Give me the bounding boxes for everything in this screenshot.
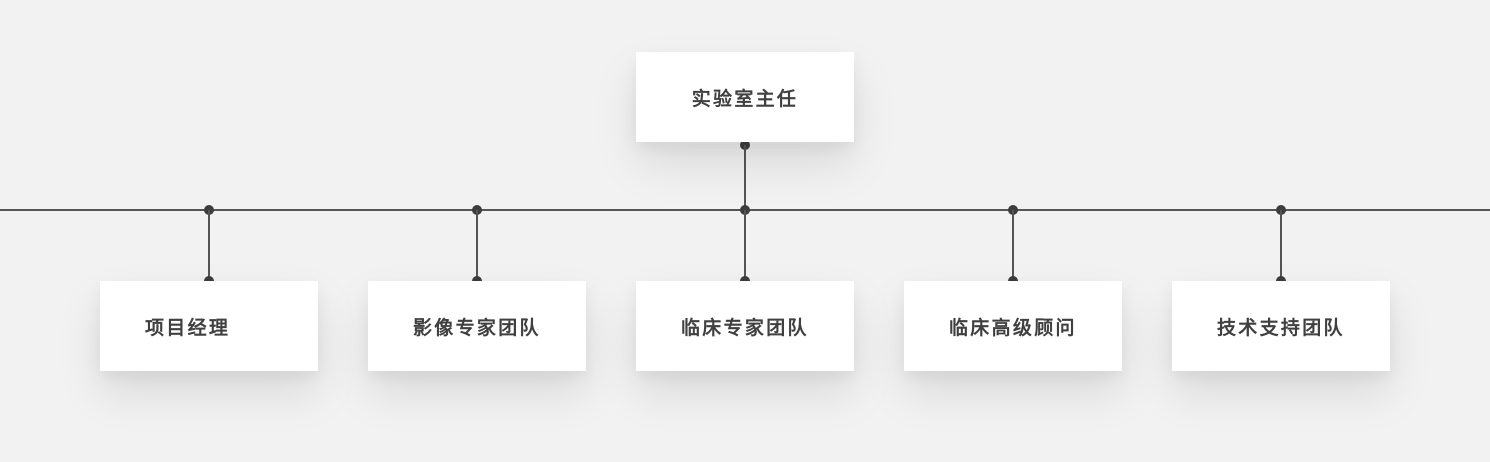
- org-node-label: 临床高级顾问: [949, 317, 1077, 339]
- connector-vertical-line: [1012, 210, 1014, 281]
- org-node-clinical-expert-team: 临床专家团队: [636, 281, 854, 371]
- org-node-senior-clinical-consultant: 临床高级顾问: [904, 281, 1122, 371]
- org-node-label: 影像专家团队: [413, 317, 541, 339]
- connector-vertical-line: [1280, 210, 1282, 281]
- org-node-lab-director: 实验室主任: [636, 52, 854, 142]
- connector-vertical-line: [744, 145, 746, 211]
- org-node-tech-support-team: 技术支持团队: [1172, 281, 1390, 371]
- connector-vertical-line: [744, 210, 746, 281]
- org-node-project-manager: 项目经理: [100, 281, 318, 371]
- org-node-label: 临床专家团队: [681, 317, 809, 339]
- connector-vertical-line: [476, 210, 478, 281]
- connector-vertical-line: [208, 210, 210, 281]
- org-node-label: 技术支持团队: [1217, 317, 1345, 339]
- org-node-label: 项目经理: [145, 317, 231, 339]
- org-node-label: 实验室主任: [691, 88, 799, 110]
- org-node-imaging-expert-team: 影像专家团队: [368, 281, 586, 371]
